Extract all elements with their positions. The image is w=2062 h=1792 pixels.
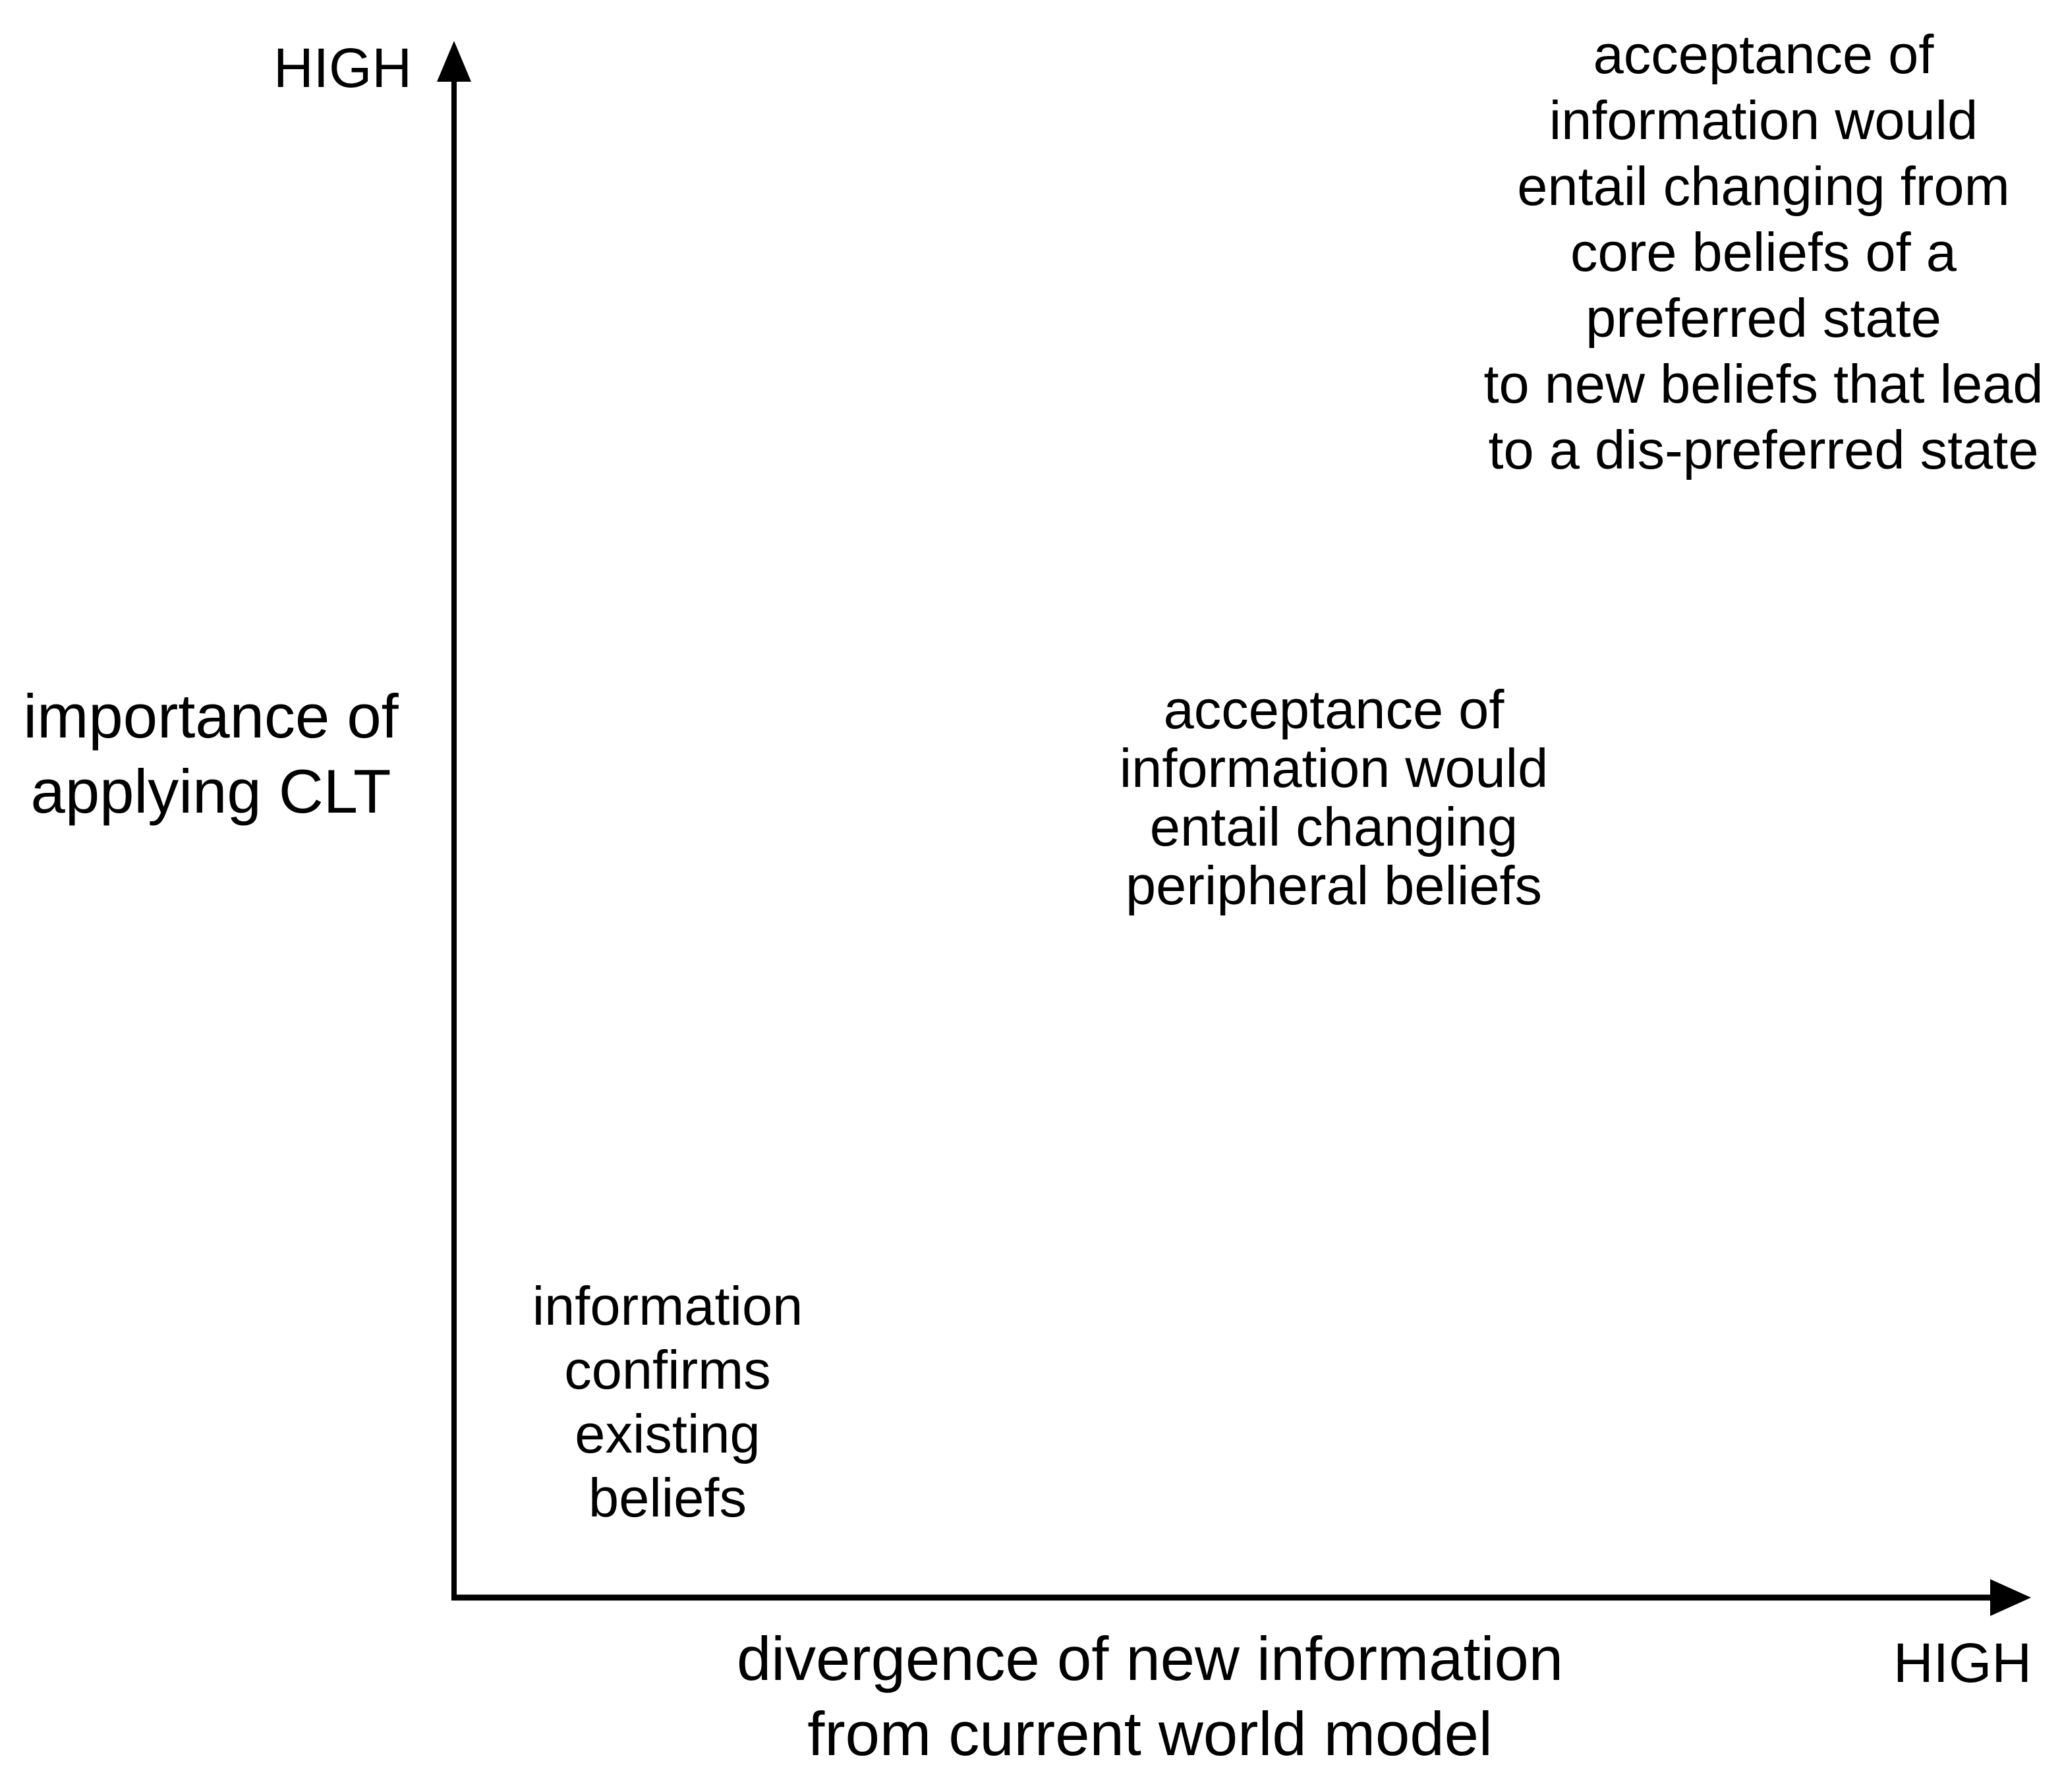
annotation-line: core beliefs of a	[1570, 221, 1957, 283]
annotation-line: to a dis-preferred state	[1488, 419, 2039, 480]
annotation-line: information would	[1119, 737, 1549, 799]
annotation-line: entail changing	[1149, 796, 1518, 857]
y-axis-title-line: importance of	[23, 681, 399, 751]
annotation-line: confirms	[564, 1339, 771, 1401]
annotation-line: peripheral beliefs	[1125, 855, 1543, 916]
y-axis-high-label: HIGH	[273, 37, 412, 99]
x-axis-title: divergence of new information from curre…	[689, 1621, 1611, 1772]
x-axis-title-line: divergence of new information	[736, 1624, 1564, 1693]
x-axis-high-label: HIGH	[1893, 1632, 2032, 1694]
y-axis-title: importance of applying CLT	[0, 679, 422, 829]
annotation-line: information	[532, 1275, 803, 1337]
annotation-line: information would	[1549, 90, 1978, 151]
annotation-line: acceptance of	[1593, 24, 1934, 85]
annotation-line: acceptance of	[1163, 679, 1504, 740]
annotation-line: to new beliefs that lead	[1483, 353, 2044, 415]
annotation-line: entail changing from	[1517, 156, 2010, 217]
annotation-mid-divergence: acceptance of information would entail c…	[1103, 680, 1564, 915]
y-axis-arrowhead-icon	[437, 41, 471, 82]
x-axis-arrowhead-icon	[1990, 1579, 2031, 1616]
x-axis-title-line: from current world model	[807, 1699, 1493, 1768]
annotation-line: preferred state	[1586, 287, 1941, 349]
annotation-line: beliefs	[588, 1467, 747, 1528]
annotation-low-divergence: information confirms existing beliefs	[503, 1274, 832, 1530]
y-axis-title-line: applying CLT	[30, 757, 391, 826]
annotation-line: existing	[575, 1403, 760, 1464]
annotation-high-divergence: acceptance of information would entail c…	[1467, 22, 2060, 483]
